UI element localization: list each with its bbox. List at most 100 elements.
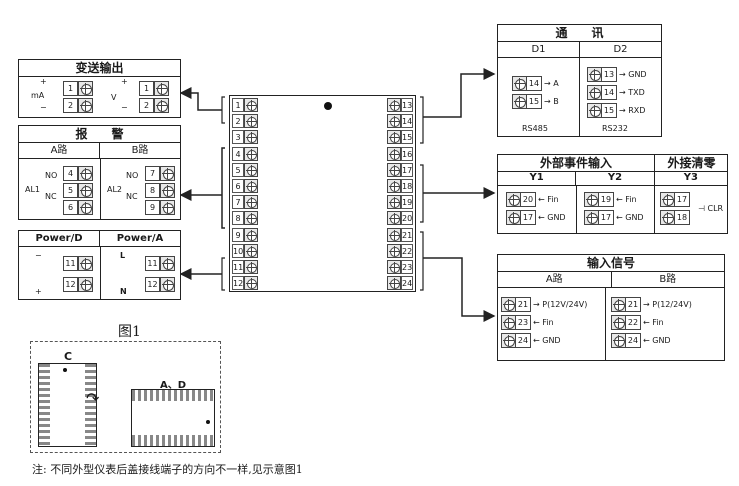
orientation-c-panel: [38, 363, 97, 447]
terminal-16: 16: [387, 146, 413, 161]
terminal-5: 5: [63, 183, 93, 198]
terminal-23: 23: [387, 260, 413, 274]
terminal-4: 4: [63, 166, 93, 181]
relay-al1: AL1: [25, 185, 41, 194]
ma-plus: +: [40, 77, 47, 86]
terminal-13: 13: [387, 98, 413, 112]
terminal-20: 20: [387, 211, 413, 226]
v-plus: +: [121, 77, 128, 86]
rotate-arrow-icon: ↷: [86, 389, 100, 408]
arrow-comm: [423, 68, 496, 118]
signal-b: → B: [544, 97, 559, 106]
clear-title: 外接清零: [654, 155, 728, 172]
col-y3: Y3: [653, 171, 727, 185]
signal-txd: → TXD: [619, 88, 645, 97]
figure-1-frame: [30, 341, 221, 453]
input-col-a: A路: [545, 274, 563, 285]
input-signal-title: 输入信号: [498, 255, 724, 272]
terminal-12: 12: [63, 277, 93, 292]
terminal-13: 13: [587, 67, 617, 82]
terminal-14: 14: [387, 114, 413, 129]
no-label: NO: [45, 171, 58, 180]
terminal-11: 11: [63, 256, 93, 271]
signal-a: → A: [544, 79, 559, 88]
terminal-1: 1: [139, 81, 169, 96]
orientation-dot: [324, 102, 332, 110]
terminal-10: 10: [232, 243, 258, 258]
terminal-24: 24: [387, 276, 413, 291]
terminal-1: 1: [63, 81, 93, 96]
rs232-label: RS232: [602, 124, 628, 133]
relay-al2: AL2: [107, 185, 123, 194]
power-d-plus: +: [35, 287, 42, 296]
terminal-14: 14: [587, 85, 617, 100]
terminal-11: 11: [145, 256, 175, 271]
terminal-3: 3: [232, 130, 258, 145]
transmit-output-title: 变送输出: [19, 60, 180, 77]
terminal-1: 1: [232, 98, 258, 112]
terminal-14: 14: [512, 76, 542, 91]
terminal-24: 24: [501, 333, 531, 348]
bracket-4-9: [221, 147, 225, 229]
orientation-ad-panel: [131, 389, 215, 447]
signal-gnd: → GND: [619, 70, 647, 79]
terminal-15: 15: [387, 130, 413, 145]
terminal-15: 15: [512, 94, 542, 109]
event-input-title: 外部事件输入: [498, 155, 654, 172]
terminal-2: 2: [232, 114, 258, 129]
alarm-title: 报 警: [19, 126, 180, 143]
terminal-21: 21: [387, 227, 413, 242]
figure-1-title: 图1: [118, 324, 141, 340]
arrow-transmit: [179, 87, 222, 111]
power-a-label: Power/A: [99, 231, 180, 246]
col-y1: Y1: [529, 172, 544, 183]
bracket-13-15: [420, 96, 424, 144]
label-ad: A、D: [160, 380, 187, 391]
terminal-22: 22: [387, 243, 413, 258]
terminal-7: 7: [232, 195, 258, 210]
label-c: C: [64, 350, 73, 363]
terminal-22: 22: [611, 315, 641, 330]
comm-title: 通 讯: [498, 25, 661, 42]
v-label: V: [111, 93, 117, 102]
terminal-18: 18: [387, 179, 413, 193]
comm-col-d2: D2: [579, 42, 661, 57]
alarm-col-a: A路: [50, 145, 68, 156]
col-y2: Y2: [575, 171, 653, 185]
terminal-21: 21: [501, 297, 531, 312]
terminal-21: 21: [611, 297, 641, 312]
power-d-minus: −: [35, 251, 42, 260]
terminal-11: 11: [232, 260, 258, 274]
terminal-19: 19: [584, 192, 614, 207]
terminal-17: 17: [660, 192, 690, 207]
event-input-box: 外部事件输入 外接清零 Y1 Y2 Y3 20 ← Fin 17 ← GND 1…: [497, 154, 728, 234]
bracket-21-24: [420, 231, 424, 291]
v-minus: −: [121, 103, 128, 112]
terminal-23: 23: [501, 315, 531, 330]
terminal-15: 15: [587, 103, 617, 118]
terminal-18: 18: [660, 210, 690, 225]
input-col-b: B路: [610, 272, 725, 287]
terminal-6: 6: [232, 179, 258, 193]
terminal-4: 4: [232, 146, 258, 161]
terminal-9: 9: [232, 227, 258, 242]
bracket-17-20: [420, 164, 424, 223]
terminal-2: 2: [139, 98, 169, 113]
rs485-label: RS485: [522, 124, 548, 133]
terminal-19: 19: [387, 195, 413, 210]
arrow-input: [423, 257, 496, 322]
terminal-12: 12: [232, 276, 258, 291]
terminal-20: 20: [506, 192, 536, 207]
terminal-5: 5: [232, 162, 258, 177]
terminal-9: 9: [145, 200, 175, 215]
terminal-17: 17: [584, 210, 614, 225]
terminal-2: 2: [63, 98, 93, 113]
signal-rxd: → RXD: [619, 106, 646, 115]
terminal-8: 8: [232, 211, 258, 226]
bracket-1-2: [221, 96, 225, 124]
